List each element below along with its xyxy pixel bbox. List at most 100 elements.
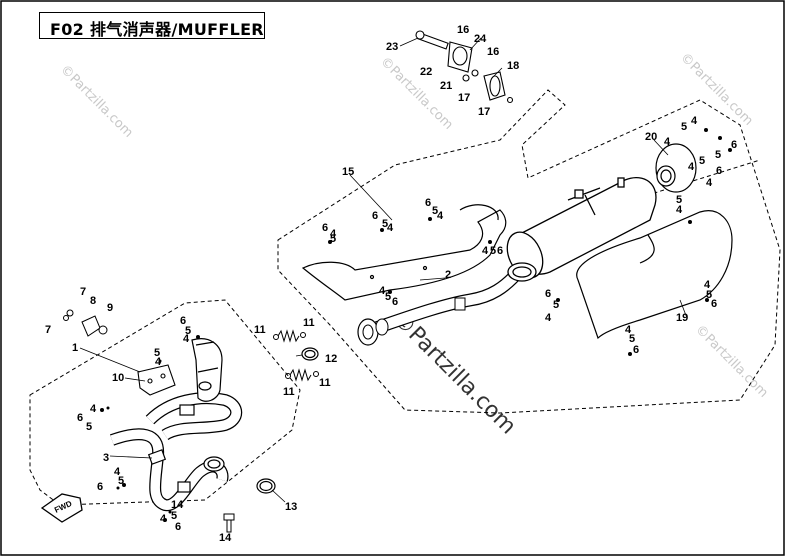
callout-4-i: 4 [482, 245, 489, 257]
callout-8: 8 [90, 295, 96, 307]
callout-4-a: 4 [90, 403, 97, 415]
callout-6-b: 6 [97, 481, 103, 493]
watermark-left: ©Partzilla.com [57, 62, 136, 141]
callout-4-m: 4 [704, 279, 711, 291]
callout-5-c: 5 [171, 510, 177, 522]
callout-7-a: 7 [80, 286, 86, 298]
callout-11-c: 11 [283, 386, 295, 398]
watermark-main: ©Partzilla.com [388, 307, 521, 440]
callout-23: 23 [386, 41, 398, 53]
part-springs [273, 329, 319, 382]
callout-4-c: 4 [160, 513, 167, 525]
callout-6-i: 6 [392, 296, 398, 308]
group-outline-front [29, 299, 301, 506]
callout-2: 2 [445, 269, 451, 281]
callout-4-endcap-b: 4 [664, 136, 671, 148]
callout-11-b: 11 [303, 317, 315, 329]
callout-6-e: 6 [322, 222, 328, 234]
callout-24: 24 [474, 33, 487, 45]
callout-5-g: 5 [382, 218, 388, 230]
callout-19: 19 [676, 312, 688, 324]
callout-6-endcap: 6 [716, 165, 722, 177]
part-rear-heatshield-19 [576, 210, 733, 340]
callout-6-c: 6 [175, 521, 181, 533]
callout-5-f: 5 [330, 233, 336, 245]
callout-5-k: 5 [553, 299, 559, 311]
callout-14-b: 14 [219, 532, 232, 544]
part-end-cap-20 [655, 143, 697, 193]
callout-11-a: 11 [254, 324, 266, 336]
callout-5-a: 5 [86, 421, 92, 433]
callout-6-g: 6 [425, 197, 431, 209]
part-header-pipe [109, 392, 243, 512]
callout-17-a: 17 [458, 92, 470, 104]
callout-16-b: 16 [487, 46, 499, 58]
callout-4-f: 4 [330, 228, 337, 240]
callout-14-a: 14 [171, 499, 184, 511]
callout-11-d: 11 [319, 377, 331, 389]
callout-5-e: 5 [154, 347, 160, 359]
callout-10: 10 [112, 372, 124, 384]
watermark-center: ©Partzilla.com [377, 54, 456, 133]
callout-5-h: 5 [432, 205, 438, 217]
callout-4-l: 4 [676, 204, 683, 216]
callout-15: 15 [342, 166, 354, 178]
callout-16-a: 16 [457, 24, 469, 36]
fasteners [100, 128, 732, 522]
callout-5-j: 5 [385, 291, 391, 303]
callout-17-b: 17 [478, 106, 490, 118]
callout-6-k: 6 [731, 139, 737, 151]
callout-5-endcap-c: 5 [715, 149, 721, 161]
callout-5-endcap-b: 5 [699, 155, 705, 167]
callout-9: 9 [107, 302, 113, 314]
watermark-right-top: ©Partzilla.com [677, 50, 756, 129]
callout-6-m: 6 [633, 344, 639, 356]
callout-6-a: 6 [77, 412, 83, 424]
page-title: F02 排气消声器/MUFFLER [50, 20, 264, 39]
part-front-bracket-1 [63, 309, 108, 337]
group-outline-muffler [277, 89, 781, 414]
callout-4-k: 4 [545, 312, 552, 324]
callout-4-d: 4 [183, 333, 190, 345]
callout-21: 21 [440, 80, 452, 92]
callout-4-endcap-d: 4 [706, 177, 713, 189]
callout-5-d: 5 [185, 325, 191, 337]
part-middle-heatshield-2 [301, 204, 507, 301]
fwd-arrow-icon: FWD [40, 493, 83, 523]
callout-5-endcap-a: 5 [681, 121, 687, 133]
callout-4-e: 4 [155, 356, 162, 368]
callout-18: 18 [507, 60, 519, 72]
callout-4-endcap-c: 4 [688, 161, 695, 173]
callout-20: 20 [645, 131, 657, 143]
part-bolt-14 [223, 513, 235, 533]
callout-13: 13 [285, 501, 297, 513]
callout-4-h: 4 [437, 210, 444, 222]
callout-5-l: 5 [676, 194, 682, 206]
callout-5-n: 5 [629, 333, 635, 345]
part-mid-pipe [357, 265, 525, 346]
title-box: F02 排气消声器/MUFFLER [39, 12, 265, 39]
callout-4-n: 4 [625, 324, 632, 336]
part-hanger-assembly [415, 30, 514, 104]
part-bracket-10 [137, 364, 176, 396]
part-gasket-13 [256, 478, 276, 494]
callout-6-l: 6 [711, 298, 717, 310]
callout-4-j: 4 [379, 285, 386, 297]
part-gasket-12 [301, 347, 319, 361]
callout-5-b: 5 [118, 475, 124, 487]
callout-12: 12 [325, 353, 337, 365]
callout-6-j: 6 [545, 288, 551, 300]
callout-6-h: 6 [497, 245, 503, 257]
leader-lines [79, 37, 688, 503]
callout-4-endcap-a: 4 [691, 115, 698, 127]
callout-6-d: 6 [180, 315, 186, 327]
callout-5-i: 5 [490, 245, 496, 257]
callout-7-b: 7 [45, 324, 51, 336]
part-front-heatshield [191, 338, 223, 402]
callout-5-m: 5 [706, 289, 712, 301]
callout-1: 1 [72, 342, 78, 354]
callout-4-g: 4 [387, 222, 394, 234]
